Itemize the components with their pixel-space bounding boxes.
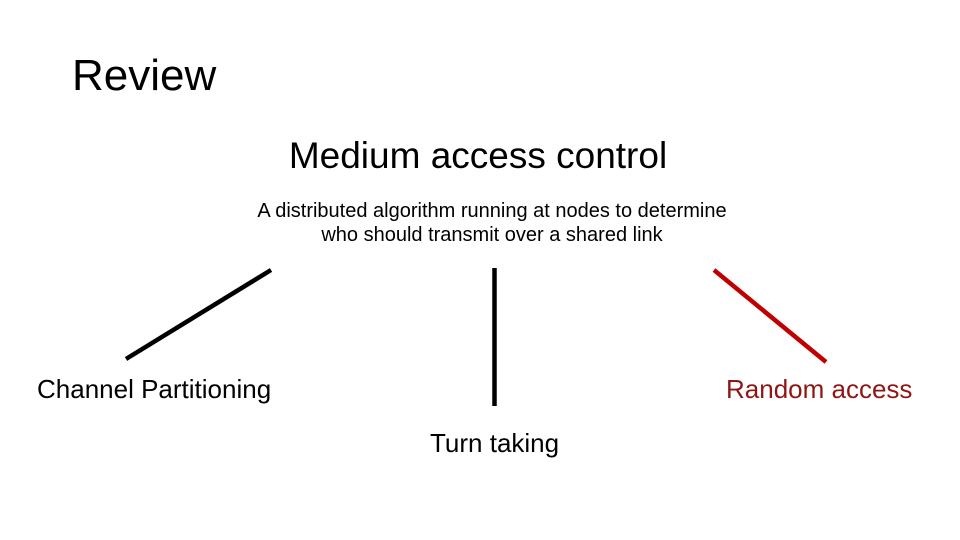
topic-description-line1: A distributed algorithm running at nodes…: [257, 200, 727, 222]
branch-label-turn-taking: Turn taking: [430, 428, 560, 458]
branch-label-random-access: Random access: [726, 374, 913, 404]
random-access-line: [712, 268, 828, 364]
topic-description: A distributed algorithm running at nodes…: [257, 199, 726, 247]
slide-title: Review: [72, 51, 217, 100]
topic-heading: Medium access control: [288, 135, 668, 176]
channel-partitioning-line: [124, 268, 273, 361]
branch-label-channel-partitioning: Channel Partitioning: [37, 374, 272, 404]
topic-description-line2: who should transmit over a shared link: [321, 224, 663, 246]
